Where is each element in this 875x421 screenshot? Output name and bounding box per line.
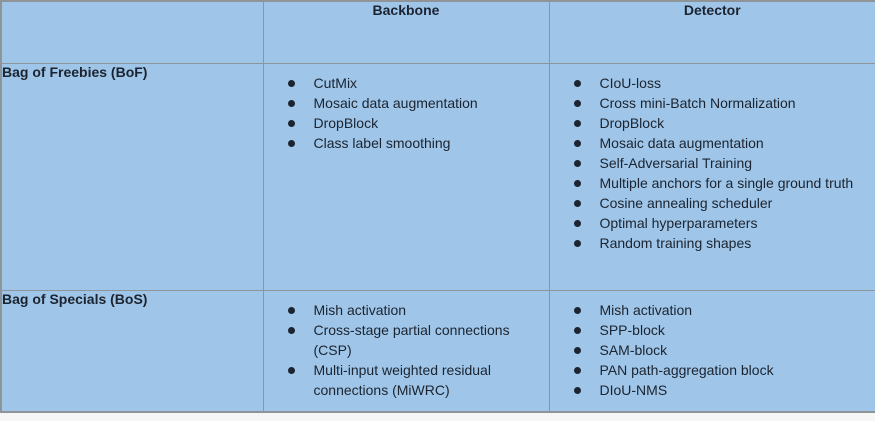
list-item: Mish activation	[264, 300, 543, 320]
list-item: Class label smoothing	[264, 133, 543, 153]
list-item: Cosine annealing scheduler	[550, 193, 870, 213]
list-item: Cross mini-Batch Normalization	[550, 93, 870, 113]
list-item: DropBlock	[264, 113, 543, 133]
list-item: Multi-input weighted residual connection…	[264, 360, 543, 400]
header-row: Backbone Detector	[1, 1, 875, 63]
list-item: CIoU-loss	[550, 73, 870, 93]
list-item: DIoU-NMS	[550, 380, 870, 400]
list-item: Self-Adversarial Training	[550, 153, 870, 173]
list-item: Random training shapes	[550, 233, 870, 253]
list-item: Cross-stage partial connections (CSP)	[264, 320, 543, 360]
list-item: SPP-block	[550, 320, 870, 340]
row-label-bof: Bag of Freebies (BoF)	[1, 63, 263, 290]
header-corner-cell	[1, 1, 263, 63]
list-item: Mosaic data augmentation	[264, 93, 543, 113]
list-item: Multiple anchors for a single ground tru…	[550, 173, 870, 193]
list-item: Mosaic data augmentation	[550, 133, 870, 153]
header-backbone: Backbone	[263, 1, 549, 63]
header-detector: Detector	[549, 1, 875, 63]
list-item: Mish activation	[550, 300, 870, 320]
row-label-bos: Bag of Specials (BoS)	[1, 290, 263, 412]
list-item: Optimal hyperparameters	[550, 213, 870, 233]
list-item: DropBlock	[550, 113, 870, 133]
list-item: SAM-block	[550, 340, 870, 360]
list-item: PAN path-aggregation block	[550, 360, 870, 380]
page-background-strip	[0, 413, 875, 421]
list-item: CutMix	[264, 73, 543, 93]
